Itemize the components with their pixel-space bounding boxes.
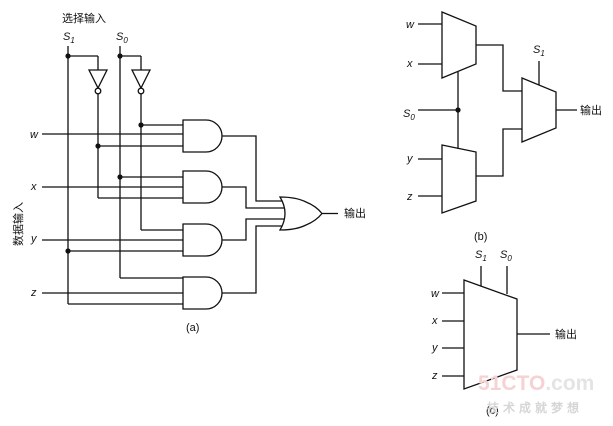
input-z-label-b: z [406, 191, 413, 203]
and-gate-3 [182, 223, 223, 257]
input-z-label-c: z [431, 370, 438, 382]
and-gate-4 [182, 276, 223, 310]
junction-dot [95, 143, 101, 149]
and4-to-or [222, 225, 284, 294]
output-label-a: 输出 [344, 206, 366, 220]
diagram-b-cascaded-mux: w x y z S0 S1 输出 (b) [403, 11, 602, 243]
input-x-label-a: x [30, 181, 37, 193]
mux-4to1-symbol [463, 279, 518, 390]
input-y-label-c: y [431, 342, 439, 354]
and2-to-or [222, 186, 286, 209]
inverter-bubble [137, 87, 145, 95]
s1-label-c: S1 [475, 249, 487, 263]
input-z-label-a: z [30, 287, 37, 299]
caption-c: (c) [486, 405, 499, 417]
caption-a: (a) [186, 322, 199, 334]
watermark-tagline: 技术成就梦想 [487, 400, 583, 415]
b-bottom-to-mux [476, 128, 522, 177]
diagram-c-mux-symbol: S1 S0 w x y z 输出 (c) [431, 249, 577, 417]
junction-dot [117, 53, 123, 59]
input-w-label-c: w [431, 288, 440, 300]
diagram-a-gate-level-mux: 选择输入 S1 S0 数据输入 w x y z [11, 11, 366, 334]
junction-dot [117, 174, 123, 180]
junction-dot [65, 248, 71, 254]
or-gate [278, 196, 323, 231]
input-y-label-b: y [406, 153, 414, 165]
mux-top [441, 11, 477, 79]
s0-label-b: S0 [403, 108, 415, 122]
mux-final [521, 77, 557, 143]
junction-dot [455, 107, 461, 113]
select-input-title: 选择输入 [62, 11, 106, 25]
junction-dot [138, 122, 144, 128]
and1-to-or [222, 135, 284, 202]
junction-dot [65, 53, 71, 59]
s1-label-a: S1 [63, 31, 75, 45]
output-label-b: 输出 [580, 103, 602, 117]
s0-inverter [130, 69, 152, 90]
input-y-label-a: y [30, 233, 38, 245]
and-gate-1 [182, 119, 223, 153]
output-label-c: 输出 [555, 327, 577, 341]
data-input-title: 数据输入 [11, 202, 25, 246]
watermark: 51CTO.com 技术成就梦想 [478, 372, 594, 415]
inverter-bubble [94, 87, 102, 95]
and3-to-or [222, 218, 286, 241]
s0-label-c: S0 [500, 249, 512, 263]
input-x-label-c: x [431, 315, 438, 327]
s1-label-b: S1 [533, 44, 545, 58]
s0-label-a: S0 [116, 31, 128, 45]
and-gate-2 [182, 170, 223, 204]
input-w-label-b: w [406, 19, 415, 31]
s1-inverter [87, 69, 109, 90]
watermark-brand: 51CTO.com [478, 372, 594, 395]
mux-bottom [441, 144, 477, 214]
input-w-label-a: w [30, 129, 39, 141]
caption-b: (b) [474, 231, 487, 243]
input-x-label-b: x [406, 58, 413, 70]
b-top-to-mux [476, 44, 522, 92]
